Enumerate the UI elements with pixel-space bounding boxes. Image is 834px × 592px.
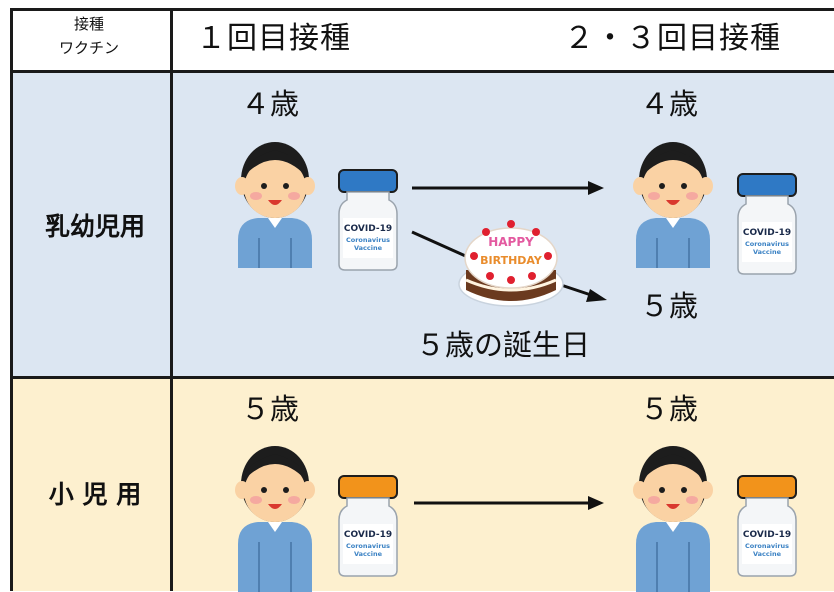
row2-first-age: ５歳 bbox=[241, 392, 300, 426]
arrow-row1-straight bbox=[412, 181, 604, 195]
boy-icon bbox=[633, 142, 713, 268]
vaccine-vial-icon: COVID-19 Coronavirus Vaccine bbox=[338, 475, 398, 577]
border-left bbox=[10, 8, 13, 591]
vial-label-sub: Coronavirus bbox=[745, 542, 789, 550]
header-corner-label-bottom: ワクチン bbox=[58, 39, 119, 57]
row1-first-age: ４歳 bbox=[241, 87, 300, 121]
vial-label-sub2: Vaccine bbox=[753, 248, 782, 256]
boy-icon bbox=[633, 446, 713, 592]
row-label-infant: 乳幼児用 bbox=[44, 212, 145, 241]
header-second-third-dose: ２・３回目接種 bbox=[564, 21, 781, 56]
vial-label-sub: Coronavirus bbox=[346, 236, 390, 244]
birthday-cake-icon: HAPPY BIRTHDAY bbox=[458, 220, 564, 307]
border-row-divider bbox=[10, 376, 834, 379]
cake-text-happy: HAPPY bbox=[488, 235, 534, 249]
vial-label-sub: Coronavirus bbox=[745, 240, 789, 248]
header-corner-label-top: 接種 bbox=[73, 15, 104, 33]
vial-label-sub2: Vaccine bbox=[354, 550, 383, 558]
vial-label-title: COVID-19 bbox=[344, 530, 392, 540]
arrow-row1-to-cake bbox=[411, 230, 471, 260]
boy-icon bbox=[235, 142, 315, 268]
vaccine-vial-icon: COVID-19 Coronavirus Vaccine bbox=[338, 169, 398, 271]
vial-label-title: COVID-19 bbox=[743, 530, 791, 540]
row-label-child: 小 児 用 bbox=[48, 480, 142, 509]
row1-alt-age: ５歳 bbox=[640, 289, 699, 323]
boy-icon bbox=[235, 446, 315, 592]
vial-label-sub: Coronavirus bbox=[346, 542, 390, 550]
border-label-column bbox=[170, 8, 173, 591]
vial-label-sub2: Vaccine bbox=[753, 550, 782, 558]
header-first-dose: １回目接種 bbox=[196, 21, 351, 56]
row1-second-age: ４歳 bbox=[640, 87, 699, 121]
vial-label-title: COVID-19 bbox=[344, 224, 392, 234]
birthday-note: ５歳の誕生日 bbox=[416, 328, 591, 362]
border-header-bottom bbox=[10, 70, 834, 73]
vaccine-vial-icon: COVID-19 Coronavirus Vaccine bbox=[737, 475, 797, 577]
cake-text-birthday: BIRTHDAY bbox=[480, 254, 543, 267]
arrow-row2-straight bbox=[414, 496, 604, 510]
row2-second-age: ５歳 bbox=[640, 392, 699, 426]
border-top bbox=[10, 8, 834, 11]
vaccine-vial-icon: COVID-19 Coronavirus Vaccine bbox=[737, 173, 797, 275]
vial-label-sub2: Vaccine bbox=[354, 244, 383, 252]
vial-label-title: COVID-19 bbox=[743, 228, 791, 238]
